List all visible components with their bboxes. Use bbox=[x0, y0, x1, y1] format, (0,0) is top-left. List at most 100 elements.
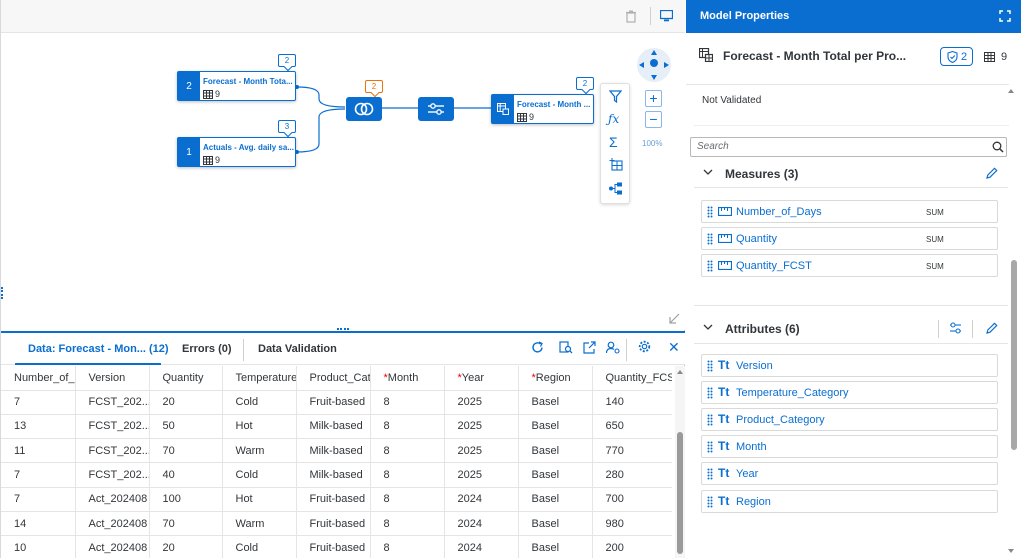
panel-scrollbar-thumb[interactable] bbox=[1011, 260, 1017, 450]
display-icon[interactable] bbox=[660, 10, 673, 22]
column-header[interactable]: *Year bbox=[444, 366, 519, 391]
table-cell: 7 bbox=[1, 390, 76, 415]
node-badge[interactable]: 3 bbox=[278, 120, 296, 133]
drag-handle-icon[interactable] bbox=[707, 206, 713, 218]
column-header[interactable]: Version bbox=[75, 366, 150, 391]
pan-center-icon[interactable] bbox=[650, 59, 658, 67]
drag-handle-icon[interactable] bbox=[707, 233, 713, 245]
formula-icon[interactable]: ƒx bbox=[608, 112, 620, 126]
source-node-forecast[interactable]: 2 Forecast - Month Tota... 9 bbox=[177, 71, 296, 101]
node-badge[interactable]: 2 bbox=[278, 54, 296, 67]
table-cell: FCST_202... bbox=[75, 414, 150, 440]
table-scrollbar[interactable] bbox=[675, 366, 685, 558]
attribute-settings-icon[interactable] bbox=[949, 322, 962, 334]
table-cell: 770 bbox=[592, 438, 672, 464]
pan-control[interactable] bbox=[637, 48, 671, 82]
scrollbar-thumb[interactable] bbox=[677, 432, 683, 554]
node-badge[interactable]: 2 bbox=[576, 77, 594, 90]
search-data-icon[interactable] bbox=[559, 341, 573, 354]
shield-count: 2 bbox=[961, 51, 968, 63]
divider bbox=[694, 305, 1008, 306]
chevron-down-icon[interactable] bbox=[703, 168, 713, 176]
join-node[interactable] bbox=[346, 97, 382, 121]
left-resize-handle[interactable] bbox=[1, 287, 4, 299]
drag-handle-icon[interactable] bbox=[707, 496, 713, 508]
panel-scroll-down-icon[interactable] bbox=[1008, 549, 1014, 553]
close-icon[interactable]: ✕ bbox=[668, 339, 680, 355]
tab-data-preview[interactable]: Data: Forecast - Mon... (12) bbox=[28, 343, 169, 355]
search-icon[interactable] bbox=[992, 141, 1004, 153]
column-header[interactable]: Product_Cate bbox=[296, 366, 371, 391]
table-cell: 650 bbox=[592, 414, 672, 440]
attribute-item[interactable]: Tt Version bbox=[701, 354, 998, 377]
edit-attributes-icon[interactable] bbox=[986, 322, 998, 334]
target-node-forecast[interactable]: Forecast - Month ... 9 bbox=[491, 94, 594, 124]
column-header[interactable]: *Region bbox=[518, 366, 593, 391]
model-canvas[interactable]: 2 2 Forecast - Month Tota... 9 3 1 Actua… bbox=[1, 33, 685, 330]
pan-right-icon[interactable] bbox=[664, 62, 669, 68]
drag-handle-icon[interactable] bbox=[707, 414, 713, 426]
attribute-item[interactable]: Tt Year bbox=[701, 462, 998, 485]
join-warning-badge[interactable]: 2 bbox=[365, 80, 383, 93]
column-header[interactable]: *Month bbox=[370, 366, 445, 391]
table-cell: Fruit-based bbox=[296, 535, 371, 558]
column-header[interactable]: Temperature_ bbox=[222, 366, 297, 391]
filter-icon[interactable] bbox=[609, 90, 622, 103]
export-icon[interactable] bbox=[583, 341, 597, 354]
table-cell: Milk-based bbox=[296, 462, 371, 488]
attribute-item[interactable]: Tt Month bbox=[701, 435, 998, 458]
drag-handle-icon[interactable] bbox=[707, 360, 713, 372]
search-input[interactable]: Search bbox=[690, 137, 1007, 157]
table-cell: Fruit-based bbox=[296, 487, 371, 512]
tab-errors[interactable]: Errors (0) bbox=[182, 343, 232, 355]
attribute-item[interactable]: Tt Temperature_Category bbox=[701, 381, 998, 404]
column-header-label: Number_of_D bbox=[14, 371, 75, 384]
drag-handle-icon[interactable] bbox=[707, 260, 713, 272]
attribute-item[interactable]: Tt Product_Category bbox=[701, 408, 998, 431]
panel-header-title: Model Properties bbox=[700, 10, 790, 22]
drag-handle-icon[interactable] bbox=[707, 387, 713, 399]
refresh-icon[interactable] bbox=[531, 341, 544, 354]
column-header[interactable]: Number_of_D bbox=[1, 366, 76, 391]
source-node-actuals[interactable]: 1 Actuals - Avg. daily sa... 9 bbox=[177, 137, 296, 167]
user-settings-icon[interactable] bbox=[606, 341, 620, 354]
active-tab-indicator bbox=[15, 363, 161, 365]
table-cell: 140 bbox=[592, 390, 672, 415]
panel-scroll-up-icon[interactable] bbox=[1008, 89, 1014, 93]
transform-node[interactable] bbox=[418, 97, 454, 121]
drag-handle-icon[interactable] bbox=[707, 468, 713, 480]
column-add-icon[interactable] bbox=[609, 158, 623, 171]
measure-item[interactable]: Quantity SUM bbox=[701, 227, 998, 250]
chevron-down-icon[interactable] bbox=[703, 323, 713, 331]
attribute-item[interactable]: Tt Region bbox=[701, 490, 998, 513]
sum-icon[interactable]: Σ bbox=[609, 134, 618, 150]
edit-measures-icon[interactable] bbox=[986, 167, 998, 179]
pan-left-icon[interactable] bbox=[639, 62, 644, 68]
divider bbox=[686, 84, 1009, 85]
share-hierarchy-icon[interactable] bbox=[608, 182, 623, 195]
tab-data-validation[interactable]: Data Validation bbox=[258, 343, 337, 355]
scroll-up-icon[interactable] bbox=[677, 370, 683, 374]
drag-handle-icon[interactable] bbox=[707, 441, 713, 453]
zoom-out-icon[interactable]: − bbox=[645, 111, 662, 128]
settings-gear-icon[interactable] bbox=[638, 340, 651, 353]
pan-up-icon[interactable] bbox=[651, 50, 657, 55]
pan-down-icon[interactable] bbox=[651, 75, 657, 80]
security-badge[interactable]: 2 bbox=[940, 47, 973, 66]
measure-item[interactable]: Quantity_FCST SUM bbox=[701, 254, 998, 277]
zoom-in-icon[interactable]: + bbox=[645, 90, 662, 107]
required-marker: * bbox=[531, 371, 536, 384]
column-header[interactable]: Quantity bbox=[149, 366, 223, 391]
delete-icon[interactable] bbox=[625, 10, 637, 23]
fullscreen-icon[interactable] bbox=[999, 10, 1011, 22]
column-header[interactable]: Quantity_FCS bbox=[592, 366, 672, 391]
measure-item[interactable]: Number_of_Days SUM bbox=[701, 200, 998, 223]
collapse-icon[interactable] bbox=[669, 313, 680, 324]
